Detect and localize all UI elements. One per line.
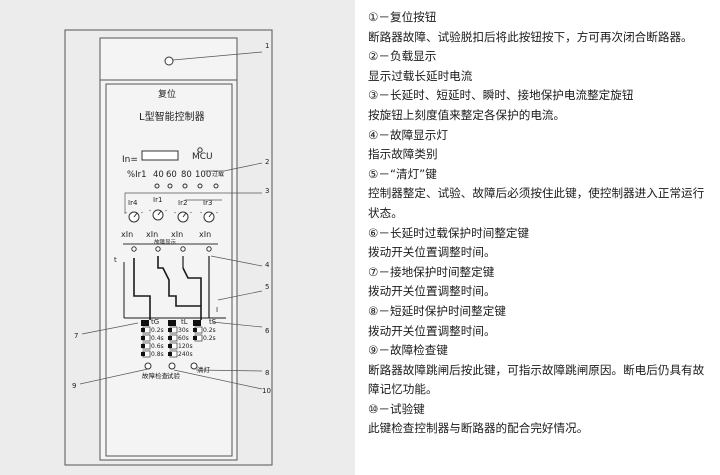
xin-label-4: xIn	[199, 230, 211, 239]
reset-label: 复位	[158, 88, 176, 100]
legend-item-4-title: ④－故障显示灯	[368, 127, 448, 142]
legend-item-9-desc: 断路器故障跳闸后按此键，可指示故障跳闸原因。断电后仍具有故障记忆功能。	[368, 362, 705, 397]
load-percent-60: 60	[166, 170, 177, 180]
tl-option-3: 120s	[178, 343, 193, 350]
ts-switches[interactable]	[193, 320, 203, 342]
tl-option-2: 60s	[178, 335, 189, 342]
tl-option-4: 240s	[178, 351, 193, 358]
fault-check-button[interactable]	[144, 362, 152, 370]
load-percent-100: 100	[195, 170, 211, 180]
tl-switches[interactable]	[168, 320, 178, 358]
legend-item-4-desc: 指示故障类别	[368, 147, 438, 162]
knob-ir4[interactable]	[128, 211, 140, 223]
time-axis-label: t	[114, 256, 117, 264]
ts-option-1: 0.2s	[203, 327, 216, 334]
in-label: In=	[122, 155, 138, 165]
legend-item-1-desc: 断路器故障、试验脱扣后将此按钮按下，方可再次闭合断路器。	[368, 29, 693, 44]
fault-check-label: 故障检查	[142, 371, 169, 380]
legend-item-1-title: ①－复位按钮	[368, 10, 437, 24]
tg-option-2: 0.4s	[151, 335, 164, 342]
xin-label-2: xIn	[146, 230, 158, 239]
legend-item-5-desc: 控制器整定、试验、故障后必须按住此键，使控制器进入正常运行状态。	[368, 186, 705, 220]
callout-4: 4	[265, 261, 270, 269]
legend-item-3-desc: 按旋钮上刻度值来整定各保护的电流。	[368, 107, 566, 122]
knob-label-ir2: Ir2	[178, 199, 187, 207]
switch-label-tg: tG	[151, 318, 159, 326]
current-axis-label: I	[216, 306, 218, 314]
overload-label: 过载	[212, 170, 224, 178]
tg-option-4: 0.8s	[151, 351, 164, 358]
callout-9: 9	[72, 382, 76, 390]
trip-curve	[123, 256, 226, 320]
legend-item-10-title: ⑩－试验键	[368, 401, 425, 416]
knob-ir2[interactable]	[177, 211, 189, 223]
knob-scale-ticks	[124, 209, 219, 214]
legend-item-6-desc: 拨动开关位置调整时间。	[368, 245, 496, 260]
tg-option-3: 0.6s	[151, 343, 164, 350]
mcu-label: MCU	[192, 152, 213, 162]
callout-lines	[79, 51, 263, 390]
knob-ir1[interactable]	[152, 209, 164, 221]
legend-item-7-desc: 拨动开关位置调整时间。	[368, 284, 496, 299]
legend-text: ①－复位按钮 断路器故障、试验脱扣后将此按钮按下，方可再次闭合断路器。 ②－负载…	[368, 8, 713, 439]
legend-item-3-title: ③－长延时、短延时、瞬时、接地保护电流整定旋钮	[368, 88, 634, 103]
legend-item-10-desc: 此键检查控制器与断路器的配合完好情况。	[368, 421, 589, 436]
reset-button[interactable]	[164, 56, 174, 66]
mcu-indicator	[197, 147, 203, 153]
knob-label-ir4: Ir4	[128, 199, 138, 207]
knob-label-ir3: Ir3	[203, 199, 212, 207]
tg-switches[interactable]	[141, 320, 151, 358]
legend-item-7-title: ⑦－接地保护时间整定键	[368, 264, 495, 279]
load-percent-80: 80	[181, 170, 192, 180]
ts-option-2: 0.2s	[203, 335, 216, 342]
legend-item-8-title: ⑧－短延时保护时间整定键	[368, 303, 506, 318]
tg-option-1: 0.2s	[151, 327, 164, 334]
callout-10: 10	[262, 387, 271, 395]
tl-option-1: 30s	[178, 327, 189, 334]
xin-label-1: xIn	[121, 230, 133, 239]
legend-item-5-title: ⑤－“清灯”键	[368, 166, 437, 181]
legend-item-8-desc: 拨动开关位置调整时间。	[368, 323, 496, 338]
switch-label-tl: tL	[181, 318, 188, 326]
legend-item-9-title: ⑨－故障检查键	[368, 343, 448, 358]
controller-title: L型智能控制器	[139, 110, 205, 123]
fault-display-label: 故障显示	[154, 238, 177, 246]
load-leds	[154, 183, 219, 189]
controller-diagram: 复位 L型智能控制器 In= MCU %Ir1 40 60 80 100 过载 …	[64, 29, 273, 466]
test-label: 试验	[167, 371, 181, 380]
legend-item-6-title: ⑥－长延时过载保护时间整定键	[368, 225, 530, 240]
ir-percent-label: %Ir1	[127, 170, 147, 180]
callout-3: 3	[265, 187, 269, 195]
callout-7: 7	[74, 332, 78, 340]
in-display	[141, 150, 179, 161]
legend-item-2-title: ②－负载显示	[368, 49, 437, 64]
callout-2: 2	[265, 158, 269, 166]
callout-8: 8	[265, 369, 269, 377]
xin-label-3: xIn	[171, 230, 183, 239]
callout-1: 1	[265, 42, 269, 50]
callout-6: 6	[265, 327, 270, 335]
legend-item-2-desc: 显示过载长延时电流	[368, 68, 473, 83]
fault-leds	[131, 246, 212, 252]
knob-label-ir1: Ir1	[153, 196, 162, 204]
callout-5: 5	[265, 283, 269, 291]
knob-ir3[interactable]	[203, 211, 215, 223]
inner-panel	[105, 83, 233, 457]
clear-light-button[interactable]	[190, 362, 198, 370]
test-button[interactable]	[168, 362, 176, 370]
clear-light-label: 清灯	[197, 365, 211, 374]
load-percent-40: 40	[153, 170, 164, 180]
